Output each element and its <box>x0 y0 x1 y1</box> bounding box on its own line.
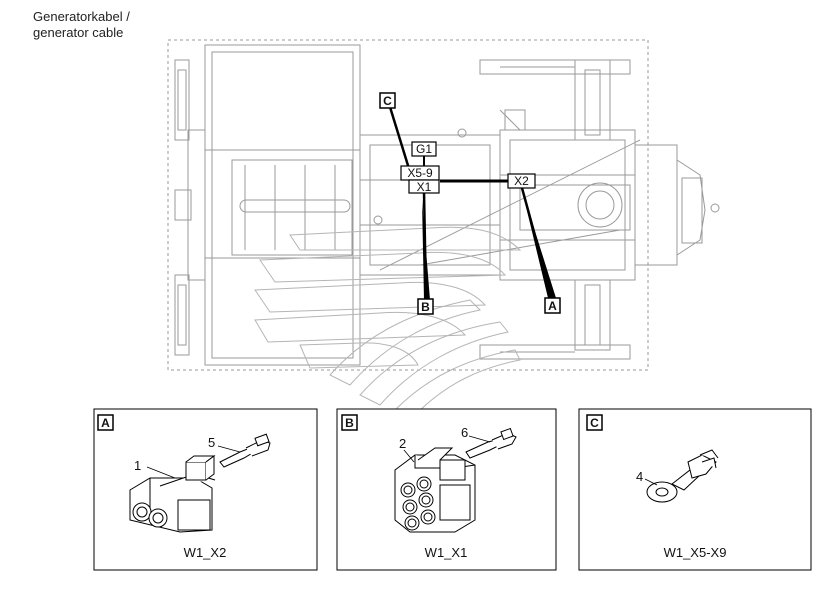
cable-harness <box>388 106 556 300</box>
detail-a-tag: A <box>101 416 110 430</box>
detail-a-caption: W1_X2 <box>184 545 227 560</box>
detail-b-caption: W1_X1 <box>425 545 468 560</box>
part-number-1: 1 <box>134 458 141 473</box>
detail-c-tag: C <box>590 416 599 430</box>
part-number-6: 6 <box>461 425 468 440</box>
part-number-4: 4 <box>636 469 643 484</box>
title-line-1: Generatorkabel / <box>33 9 130 24</box>
part-number-2: 2 <box>399 436 406 451</box>
svg-text:X5-9: X5-9 <box>407 166 433 180</box>
svg-text:X1: X1 <box>417 180 432 194</box>
detail-panel-b: B 2 6 W1_X1 <box>336 408 557 571</box>
title-line-2: generator cable <box>33 25 124 40</box>
detail-panel-c: C 4 W1_X5-X9 <box>578 408 812 571</box>
pin-contact <box>219 433 271 468</box>
detail-panel-a: A 1 5 W1_X2 <box>93 408 318 571</box>
part-number-5: 5 <box>208 435 215 450</box>
svg-text:B: B <box>421 300 430 314</box>
callout-b: B <box>417 298 434 315</box>
connector-housing-2pin <box>129 455 216 533</box>
callout-g1: G1 <box>411 141 437 157</box>
svg-text:C: C <box>383 94 392 108</box>
socket-contact <box>465 427 517 459</box>
callout-a: A <box>544 297 561 314</box>
callout-x1: X1 <box>408 179 440 194</box>
background-swoosh <box>254 226 522 416</box>
diagram-title: Generatorkabel / generator cable <box>33 9 130 41</box>
callout-x2: X2 <box>507 173 536 189</box>
svg-text:G1: G1 <box>416 142 432 156</box>
detail-b-tag: B <box>345 416 354 430</box>
detail-c-caption: W1_X5-X9 <box>664 545 727 560</box>
machine-outline <box>167 39 720 371</box>
svg-text:A: A <box>548 299 557 313</box>
connector-housing-6pin <box>394 447 476 533</box>
ring-terminal <box>646 449 719 503</box>
callout-x5-9: X5-9 <box>400 165 440 181</box>
callout-c: C <box>379 92 396 109</box>
svg-text:X2: X2 <box>514 174 529 188</box>
